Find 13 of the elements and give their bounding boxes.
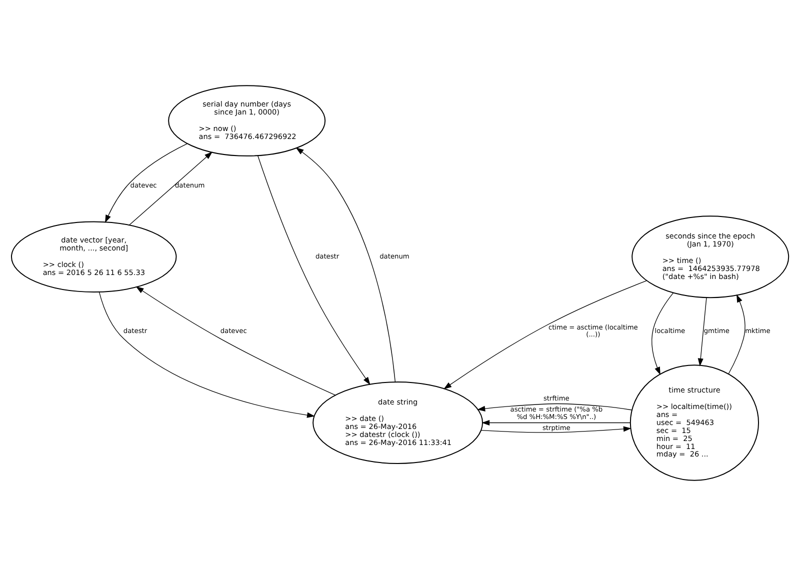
arrow — [98, 292, 315, 418]
arrow — [128, 152, 212, 226]
arrow — [257, 155, 370, 385]
arrow — [444, 280, 647, 390]
arrow — [482, 420, 630, 426]
arrow — [728, 294, 746, 374]
arrow — [136, 286, 336, 396]
arrow — [652, 292, 674, 375]
arrow — [296, 147, 396, 382]
arrow — [104, 143, 188, 223]
arrow — [698, 297, 707, 366]
arrow — [480, 426, 632, 433]
arrow — [477, 403, 632, 412]
